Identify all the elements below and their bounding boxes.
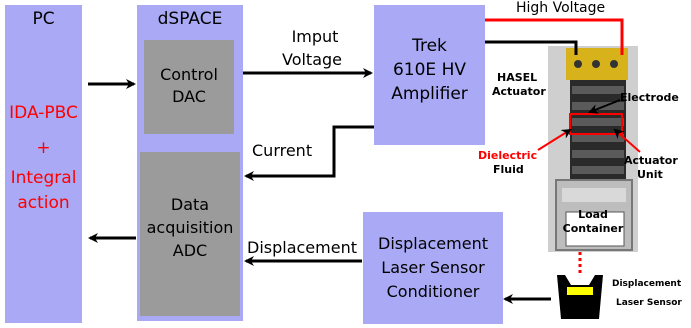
control-dac-block xyxy=(144,40,234,134)
current-wire xyxy=(244,125,374,181)
input-voltage-label-2: Voltage xyxy=(281,50,342,69)
adc-line-3: ADC xyxy=(172,241,208,260)
laser-conditioner-block xyxy=(363,212,503,324)
dielectric-label-2: Fluid xyxy=(493,163,524,176)
high-voltage-wire xyxy=(485,18,624,55)
electrode-pointer xyxy=(588,99,621,114)
input-voltage-label-1: Imput xyxy=(291,27,339,46)
pc-block xyxy=(5,5,82,323)
load-label-2: Container xyxy=(562,222,624,235)
control-dac-line-1: Control xyxy=(160,65,218,84)
laser-cond-line-2: Laser Sensor xyxy=(381,258,485,277)
laser-sensor-label-2: Laser Sensor xyxy=(616,298,682,308)
laser-cond-line-1: Displacement xyxy=(378,234,488,253)
pc-line-1: IDA-PBC xyxy=(9,103,78,123)
dielectric-pointer xyxy=(537,128,572,151)
laser-sensor-icon xyxy=(557,275,603,319)
trek-line-3: Amplifier xyxy=(391,84,468,104)
pc-line-3: Integral xyxy=(10,168,77,188)
laser-sensor-label-1: Displacement xyxy=(612,279,682,289)
pc-line-4: action xyxy=(17,193,70,213)
trek-line-2: 610E HV xyxy=(392,60,466,80)
dielectric-label-1: Dielectric xyxy=(478,149,538,162)
control-dac-line-2: DAC xyxy=(172,87,206,106)
adc-line-2: acquisition xyxy=(146,218,234,237)
current-label: Current xyxy=(252,141,313,160)
pc-line-2: + xyxy=(36,138,51,158)
high-voltage-label: High Voltage xyxy=(516,0,606,16)
displacement-label: Displacement xyxy=(247,238,357,257)
hasel-label-1: HASEL xyxy=(497,71,538,84)
return-wire xyxy=(485,40,578,55)
actuator-unit-pointer xyxy=(613,128,641,153)
hasel-label-2: Actuator xyxy=(492,85,546,98)
actuator-unit-label-1: Actuator xyxy=(624,154,678,167)
adc-line-1: Data xyxy=(170,195,210,214)
dspace-title: dSPACE xyxy=(157,9,223,29)
trek-amplifier-block xyxy=(374,5,485,145)
adc-block xyxy=(140,152,240,316)
actuator-photo xyxy=(548,46,638,252)
actuator-drawing xyxy=(548,46,638,252)
load-label-1: Load xyxy=(578,208,608,221)
laser-cond-line-3: Conditioner xyxy=(386,282,480,301)
trek-line-1: Trek xyxy=(412,36,447,56)
actuator-unit-label-2: Unit xyxy=(637,168,663,181)
pc-title: PC xyxy=(32,9,55,29)
electrode-label: Electrode xyxy=(620,91,679,104)
